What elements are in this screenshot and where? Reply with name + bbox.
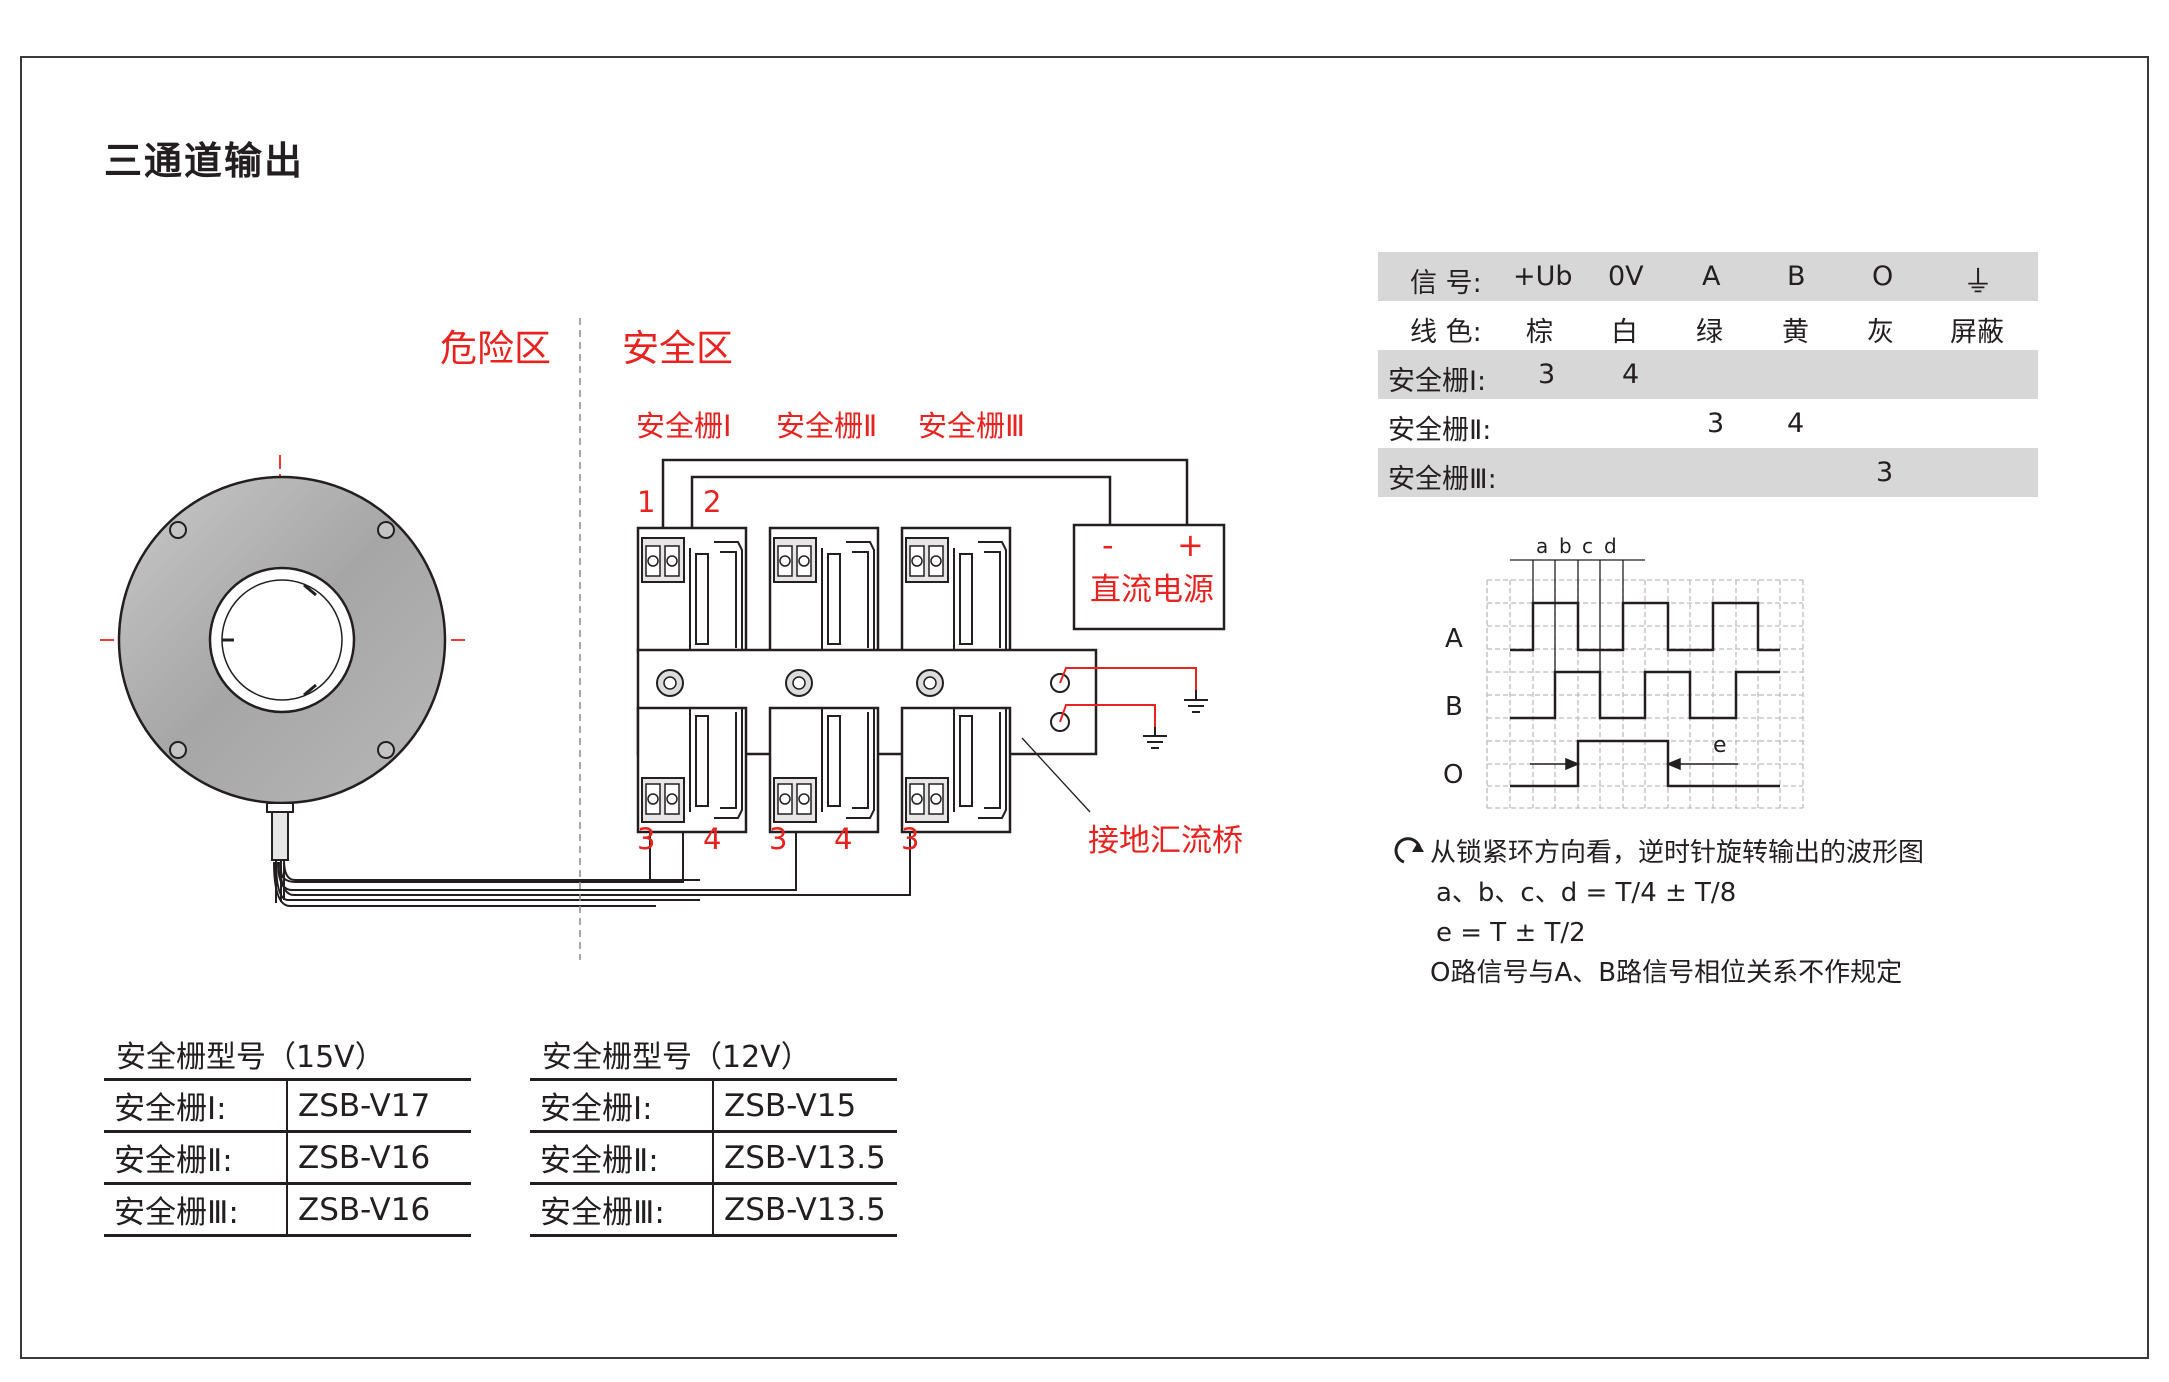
row-value: 3 bbox=[1707, 408, 1725, 439]
note-rotation: 从锁紧环方向看，逆时针旋转输出的波形图 bbox=[1430, 838, 1925, 868]
channel-o-label: O bbox=[1443, 760, 1464, 790]
power-plus: + bbox=[1177, 526, 1204, 564]
color-col-yellow: 黄 bbox=[1782, 317, 1809, 348]
e-label: e bbox=[1713, 733, 1727, 758]
waveform-notes: 从锁紧环方向看，逆时针旋转输出的波形图 a、b、c、d = T/4 ± T/8 … bbox=[1400, 833, 1924, 993]
color-col-green: 绿 bbox=[1696, 317, 1723, 348]
channel-a-label: A bbox=[1445, 624, 1463, 654]
table-cell: ZSB-V16 bbox=[287, 1130, 471, 1184]
barrier-3-top bbox=[900, 526, 1012, 654]
row-value: 3 bbox=[1876, 457, 1894, 488]
barrier-1-bottom bbox=[636, 706, 748, 834]
barrier-2-bottom bbox=[768, 706, 880, 834]
terminal-3-b: 3 bbox=[769, 822, 788, 856]
phase-label-a: a bbox=[1536, 534, 1549, 558]
barrier-label-3: 安全栅Ⅲ bbox=[918, 409, 1025, 443]
waveform-diagram bbox=[1486, 559, 1804, 809]
danger-zone-label: 危险区 bbox=[440, 327, 551, 370]
table-cell: 安全栅Ⅲ: bbox=[104, 1182, 288, 1237]
signal-table: 信 号: +Ub 0V A B O ⏚ 线 色: 棕 白 绿 黄 灰 屏蔽 安全… bbox=[1378, 252, 2038, 497]
table-cell: ZSB-V16 bbox=[287, 1182, 471, 1237]
table-cell: 安全栅Ⅰ: bbox=[104, 1078, 288, 1132]
ground-symbol-icon: ⏚ bbox=[1963, 265, 1993, 300]
table-row: 安全栅Ⅰ:ZSB-V15 bbox=[530, 1078, 897, 1132]
terminal-4-b: 4 bbox=[834, 822, 853, 856]
table-cell: ZSB-V13.5 bbox=[713, 1182, 897, 1237]
model-15v-heading: 安全栅型号（15V） bbox=[116, 1040, 385, 1075]
color-col-shield: 屏蔽 bbox=[1950, 317, 2004, 348]
row-label: 安全栅Ⅰ: bbox=[1388, 366, 1487, 397]
dc-power-supply bbox=[1072, 523, 1226, 631]
terminal-2: 2 bbox=[703, 485, 722, 519]
ground-icon bbox=[1143, 690, 1208, 749]
signal-col-o: O bbox=[1872, 261, 1894, 292]
ground-bridge-label: 接地汇流桥 bbox=[1088, 823, 1243, 859]
row-value: 4 bbox=[1787, 408, 1805, 439]
note-o-phase: O路信号与A、B路信号相位关系不作规定 bbox=[1430, 958, 1903, 988]
barrier-1-row: 安全栅Ⅰ: 3 4 bbox=[1378, 350, 2038, 399]
model-12v-heading: 安全栅型号（12V） bbox=[542, 1040, 811, 1075]
table-cell: 安全栅Ⅰ: bbox=[530, 1078, 714, 1132]
power-label: 直流电源 bbox=[1090, 572, 1214, 608]
color-col-white: 白 bbox=[1611, 317, 1638, 348]
ground-wiring bbox=[1059, 667, 1197, 727]
table-cell: 安全栅Ⅱ: bbox=[104, 1130, 288, 1184]
terminal-4-a: 4 bbox=[703, 822, 722, 856]
barrier-label-2: 安全栅Ⅱ bbox=[776, 409, 878, 443]
encoder-cable bbox=[273, 832, 911, 907]
phase-label-c: c bbox=[1582, 534, 1593, 558]
model-table-15v: 安全栅型号（15V） 安全栅Ⅰ:ZSB-V17 安全栅Ⅱ:ZSB-V16 安全栅… bbox=[104, 1032, 471, 1237]
page-title: 三通道输出 bbox=[104, 139, 305, 183]
signal-col-0v: 0V bbox=[1608, 261, 1644, 292]
table-row: 安全栅Ⅲ:ZSB-V16 bbox=[104, 1182, 471, 1237]
row-value: 3 bbox=[1538, 359, 1556, 390]
table-cell: 安全栅Ⅲ: bbox=[530, 1182, 714, 1237]
color-header-label: 线 色: bbox=[1410, 317, 1482, 348]
table-cell: ZSB-V15 bbox=[713, 1078, 897, 1132]
page-frame bbox=[20, 56, 2149, 1359]
barrier-3-row: 安全栅Ⅲ: 3 bbox=[1378, 448, 2038, 497]
table-row: 安全栅Ⅰ:ZSB-V17 bbox=[104, 1078, 471, 1132]
note-e: e = T ± T/2 bbox=[1436, 918, 1586, 948]
encoder-disc bbox=[100, 455, 466, 861]
phase-label-d: d bbox=[1604, 534, 1617, 558]
barrier-3-bottom bbox=[900, 706, 1012, 834]
table-cell: ZSB-V13.5 bbox=[713, 1130, 897, 1184]
table-row: 安全栅Ⅱ:ZSB-V16 bbox=[104, 1130, 471, 1184]
terminal-3-a: 3 bbox=[637, 822, 656, 856]
barrier-1-top bbox=[636, 526, 748, 654]
color-col-gray: 灰 bbox=[1867, 317, 1894, 348]
table-cell: 安全栅Ⅱ: bbox=[530, 1130, 714, 1184]
table-row: 安全栅Ⅱ:ZSB-V13.5 bbox=[530, 1130, 897, 1184]
barrier-2-row: 安全栅Ⅱ: 3 4 bbox=[1378, 399, 2038, 448]
signal-col-a: A bbox=[1702, 261, 1721, 292]
table-cell: ZSB-V17 bbox=[287, 1078, 471, 1132]
row-value: 4 bbox=[1622, 359, 1640, 390]
safe-zone-label: 安全区 bbox=[622, 327, 733, 370]
terminal-3-c: 3 bbox=[901, 822, 920, 856]
color-header-row: 线 色: 棕 白 绿 黄 灰 屏蔽 bbox=[1378, 301, 2038, 350]
power-wiring bbox=[661, 458, 1189, 528]
terminal-1: 1 bbox=[637, 485, 656, 519]
signal-header-row: 信 号: +Ub 0V A B O ⏚ bbox=[1378, 252, 2038, 301]
barrier-2-top bbox=[768, 526, 880, 654]
signal-col-ub: +Ub bbox=[1513, 261, 1573, 292]
channel-b-label: B bbox=[1445, 692, 1463, 722]
signal-col-b: B bbox=[1787, 261, 1806, 292]
row-label: 安全栅Ⅲ: bbox=[1388, 464, 1497, 495]
color-col-brown: 棕 bbox=[1526, 317, 1553, 348]
row-label: 安全栅Ⅱ: bbox=[1388, 415, 1492, 446]
table-row: 安全栅Ⅲ:ZSB-V13.5 bbox=[530, 1182, 897, 1237]
power-minus: - bbox=[1102, 526, 1114, 564]
barrier-label-1: 安全栅Ⅰ bbox=[636, 409, 732, 443]
phase-label-b: b bbox=[1559, 534, 1572, 558]
model-table-12v: 安全栅型号（12V） 安全栅Ⅰ:ZSB-V15 安全栅Ⅱ:ZSB-V13.5 安… bbox=[530, 1032, 897, 1237]
note-abcd: a、b、c、d = T/4 ± T/8 bbox=[1436, 878, 1737, 908]
signal-header-label: 信 号: bbox=[1410, 268, 1482, 299]
